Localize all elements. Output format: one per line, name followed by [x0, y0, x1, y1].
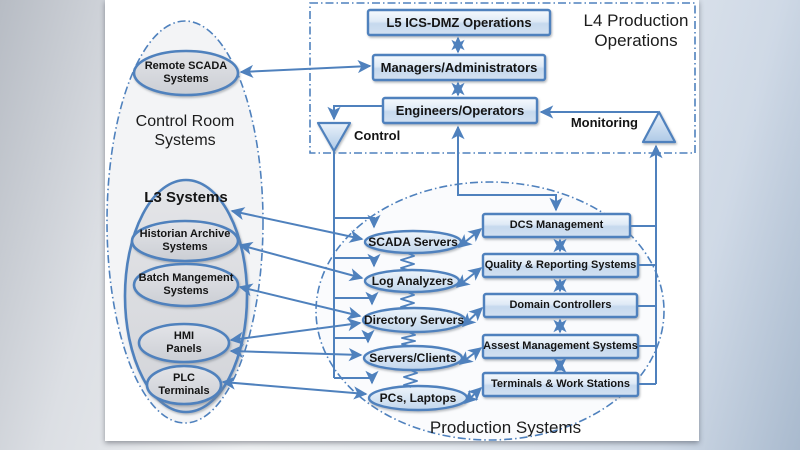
slide-canvas [105, 0, 699, 441]
